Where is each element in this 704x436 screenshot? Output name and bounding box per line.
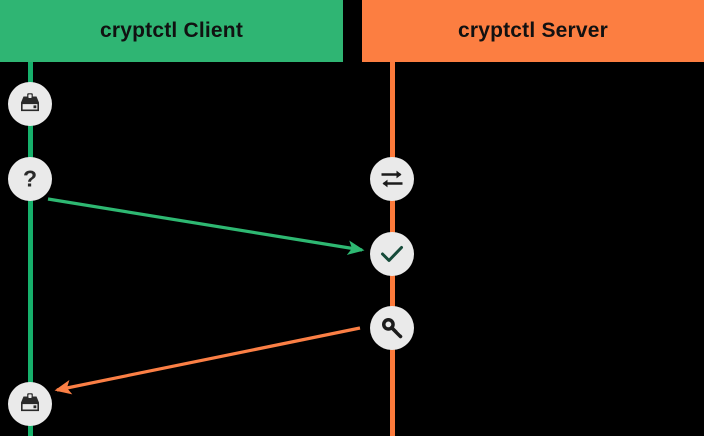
node-server-exchange — [370, 157, 414, 201]
exchange-arrows-icon — [378, 165, 406, 193]
lane-title-client: cryptctl Client — [99, 19, 244, 42]
node-client-question: ? — [8, 157, 52, 201]
question-mark-icon: ? — [17, 166, 43, 192]
lane-header-client: cryptctl Client — [0, 0, 343, 62]
encrypted-disk-icon — [17, 391, 43, 417]
encrypted-disk-icon — [17, 91, 43, 117]
key-icon — [379, 315, 405, 341]
svg-text:?: ? — [23, 166, 37, 192]
lifeline-client — [28, 62, 33, 436]
lane-header-server: cryptctl Server — [362, 0, 704, 62]
node-server-check — [370, 232, 414, 276]
node-client-disk-unlocked — [8, 382, 52, 426]
message-arrow-client-to-server — [47, 197, 365, 255]
lane-title-server: cryptctl Server — [457, 19, 609, 42]
node-server-key — [370, 306, 414, 350]
check-mark-icon — [378, 240, 406, 268]
message-arrow-server-to-client — [54, 326, 361, 395]
node-client-disk-locked — [8, 82, 52, 126]
